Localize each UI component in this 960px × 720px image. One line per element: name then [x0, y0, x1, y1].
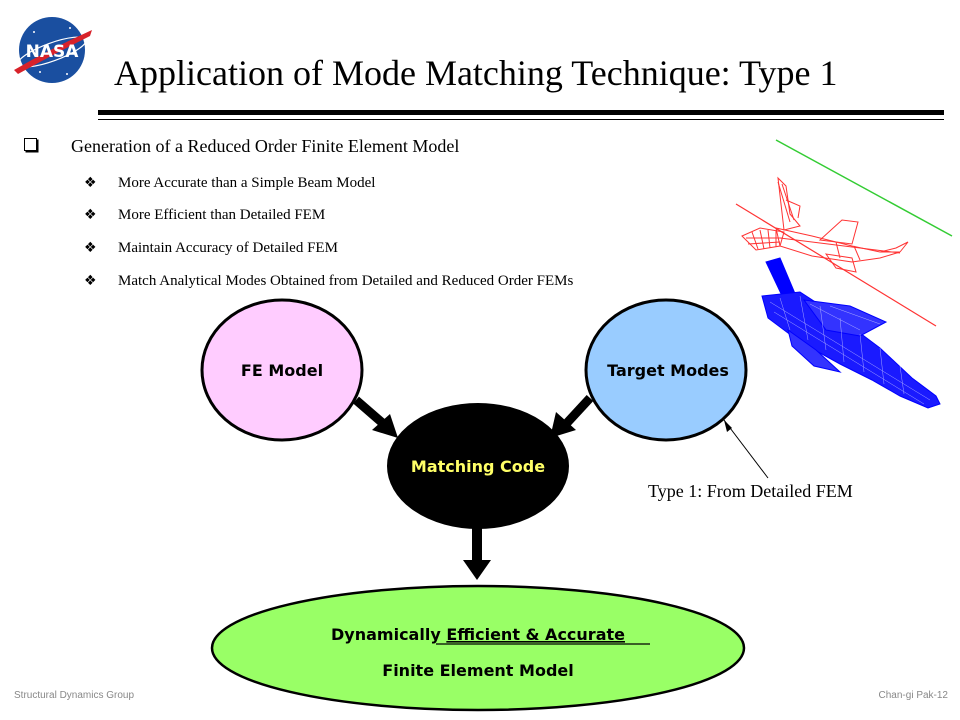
nasa-logo: NASA [14, 17, 92, 83]
footer-left: Structural Dynamics Group [14, 690, 135, 701]
title-rule-thin [98, 119, 944, 120]
note-pointer-line [723, 419, 769, 479]
target-modes-label: Target Modes [607, 361, 729, 380]
page-title: Application of Mode Matching Technique: … [114, 53, 838, 93]
target-modes-node: Target Modes [584, 298, 748, 442]
note-pointer-arrowhead [724, 420, 732, 432]
arrow-fe-to-matching [353, 396, 398, 438]
green-reference-line [775, 139, 953, 237]
sub-bullet-text: Match Analytical Modes Obtained from Det… [118, 273, 574, 289]
fe-model-node: FE Model [200, 298, 364, 442]
result-line1: Dynamically Efficient & Accurate [331, 625, 625, 644]
diamond-bullet-icon: ❖ [84, 273, 97, 289]
red-wireframe-aircraft-icon [741, 176, 909, 273]
result-model-node: Dynamically Efficient & Accurate Finite … [210, 584, 746, 712]
sub-bullet-text: Maintain Accuracy of Detailed FEM [118, 240, 338, 256]
sub-bullet: ❖ Match Analytical Modes Obtained from De… [84, 273, 573, 290]
sub-bullet: ❖ Maintain Accuracy of Detailed FEM [84, 240, 338, 257]
diamond-bullet-icon: ❖ [84, 175, 97, 191]
diamond-bullet-icon: ❖ [84, 207, 97, 223]
nasa-logo-text: NASA [26, 42, 80, 62]
sub-bullet: ❖ More Accurate than a Simple Beam Model [84, 175, 375, 192]
arrow-target-to-matching [550, 394, 594, 438]
sub-bullet-text: More Accurate than a Simple Beam Model [118, 175, 376, 191]
matching-code-label: Matching Code [411, 457, 545, 476]
fe-model-label: FE Model [241, 361, 323, 380]
checkbox-bullet-icon [24, 138, 37, 151]
type-note: Type 1: From Detailed FEM [648, 481, 853, 501]
main-bullet: Generation of a Reduced Order Finite Ele… [24, 136, 459, 157]
main-bullet-text: Generation of a Reduced Order Finite Ele… [71, 136, 460, 156]
diamond-bullet-icon: ❖ [84, 240, 97, 256]
matching-code-node: Matching Code [387, 403, 569, 529]
sub-bullet-text: More Efficient than Detailed FEM [118, 207, 326, 223]
arrow-matching-to-result [463, 524, 491, 580]
result-underlined-text: Efficient & Accurate [446, 625, 625, 644]
result-line2: Finite Element Model [382, 661, 573, 680]
red-reference-line [735, 203, 937, 327]
footer-right: Chan-gi Pak-12 [878, 690, 948, 701]
title-rule-thick [98, 110, 944, 115]
blue-wireframe-aircraft-icon [761, 257, 941, 409]
sub-bullet: ❖ More Efficient than Detailed FEM [84, 207, 325, 224]
